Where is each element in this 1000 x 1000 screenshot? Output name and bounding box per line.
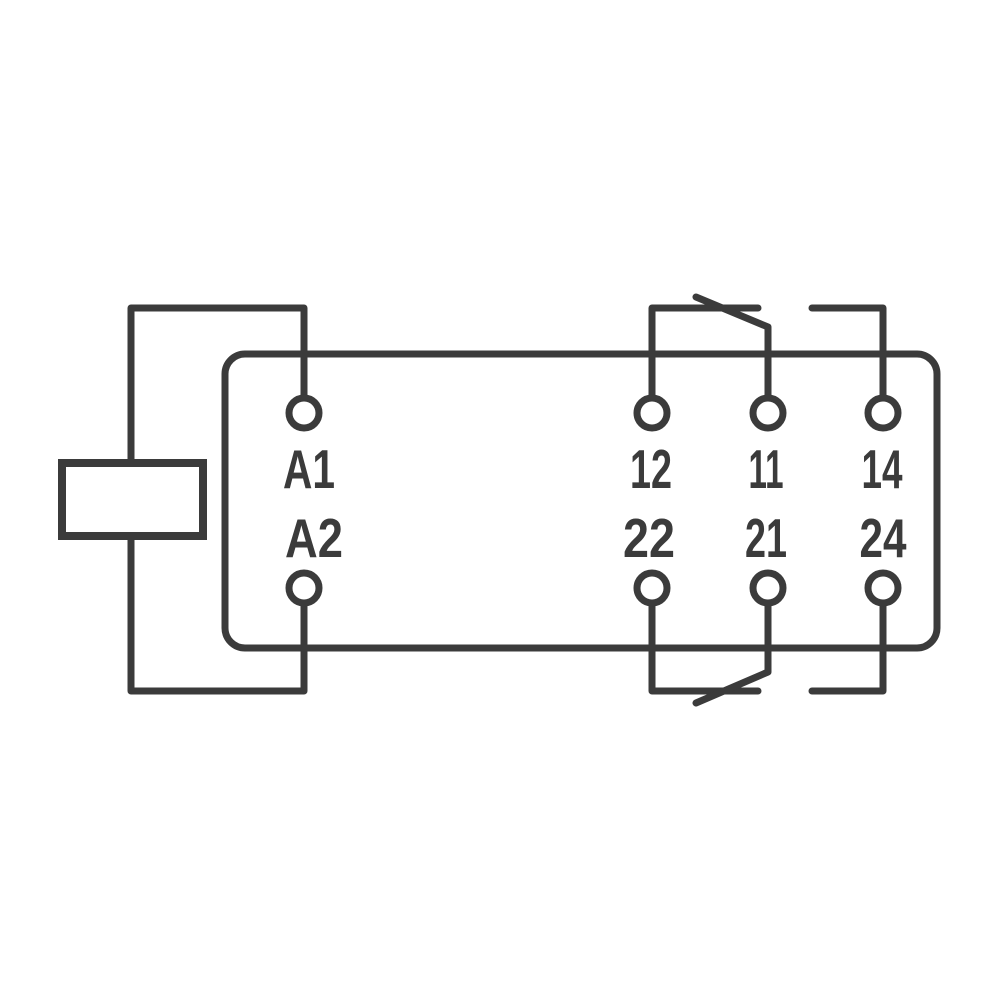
terminal-label-a1: A1: [283, 438, 335, 500]
terminal-circle-a2: [285, 569, 323, 607]
terminal-circle-21: [749, 569, 787, 607]
terminal-label-12: 12: [630, 438, 672, 500]
coil-wire-a1: [127, 304, 308, 468]
terminal-circle-24: [864, 569, 902, 607]
relay-body-outline: [221, 350, 941, 652]
contact-blade-21: [692, 601, 772, 707]
terminal-circle-14: [864, 394, 902, 432]
coil-wire-a2: [127, 531, 308, 695]
terminal-label-21: 21: [745, 507, 787, 569]
terminal-label-a2: A2: [285, 507, 343, 569]
no-contact-wire-14: [808, 304, 887, 400]
no-contact-wire-24: [808, 601, 887, 695]
terminal-label-22: 22: [623, 507, 675, 569]
terminal-label-24: 24: [860, 507, 907, 569]
terminal-circle-12: [633, 394, 671, 432]
terminal-label-11: 11: [749, 438, 784, 500]
terminal-label-14: 14: [862, 438, 903, 500]
terminal-circle-22: [633, 569, 671, 607]
terminal-circle-11: [749, 394, 787, 432]
coil-symbol: [58, 459, 207, 540]
contact-blade-11: [692, 293, 772, 400]
terminal-circle-a1: [285, 394, 323, 432]
